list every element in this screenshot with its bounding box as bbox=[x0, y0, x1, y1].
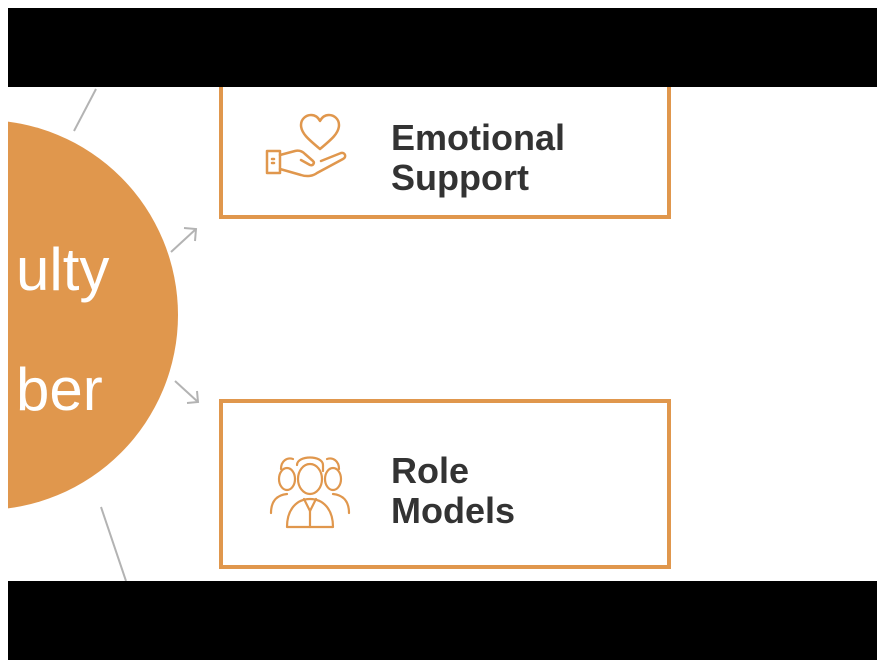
center-node-line2: ber bbox=[16, 356, 103, 423]
box-label-line1: Emotional bbox=[391, 117, 566, 158]
heart-in-hand-icon bbox=[265, 113, 347, 178]
connector-lines bbox=[73, 88, 200, 581]
center-node-line1: ulty bbox=[16, 236, 110, 303]
slide: ulty ber Emotional Support bbox=[8, 87, 877, 581]
box-label-line2: Models bbox=[391, 490, 516, 531]
role-models-box: Role Models bbox=[219, 399, 671, 569]
people-group-icon bbox=[269, 456, 351, 529]
arrow-icon bbox=[170, 227, 198, 253]
emotional-support-box: Emotional Support bbox=[219, 87, 671, 219]
connector-line-bottom bbox=[100, 506, 127, 581]
box-label-line1: Role bbox=[391, 450, 470, 491]
video-frame: ulty ber Emotional Support bbox=[8, 8, 877, 660]
connector-line-top bbox=[73, 88, 97, 132]
arrow-icon bbox=[174, 380, 200, 404]
box-label-line2: Support bbox=[391, 157, 529, 198]
